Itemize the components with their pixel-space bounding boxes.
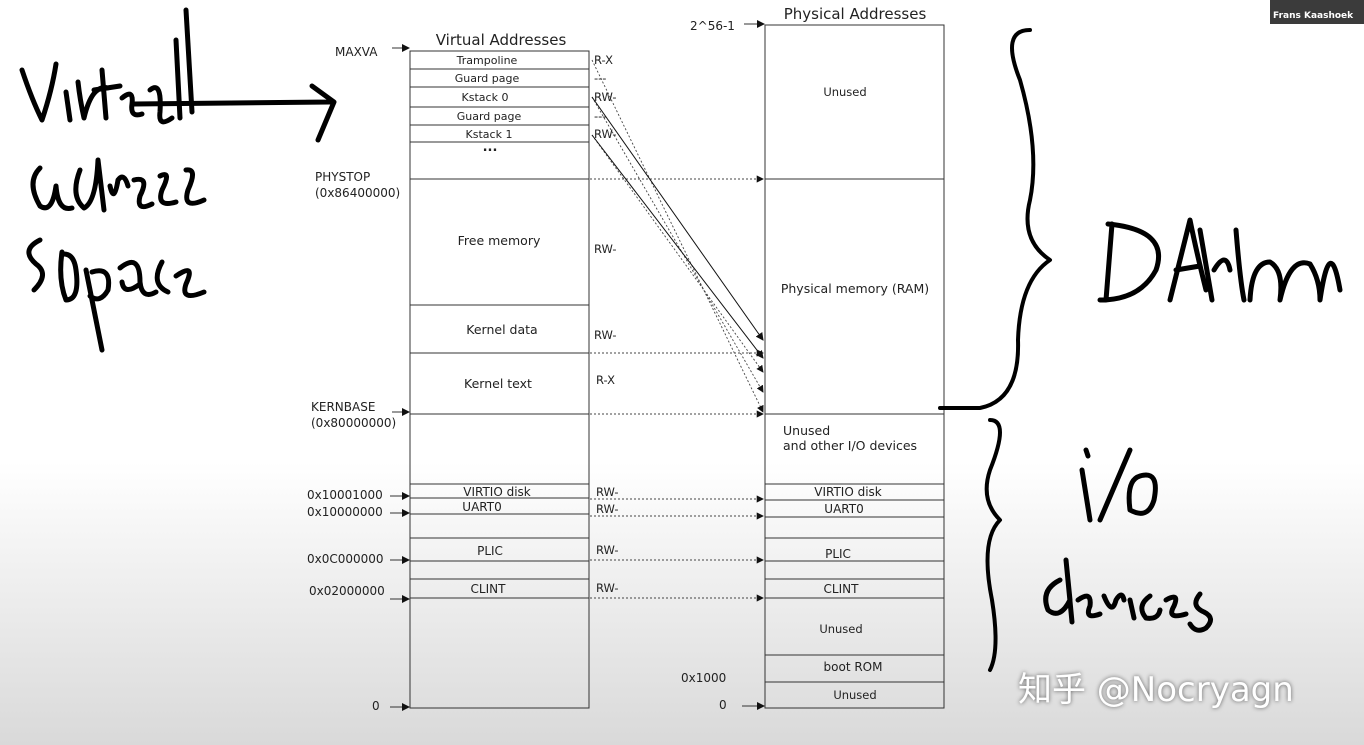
vregion-kernel-text: Kernel text	[464, 376, 532, 391]
vaddr-virtio: 0x10001000	[307, 488, 383, 502]
mapping-arrows	[590, 59, 764, 602]
perm-free-memory: RW-	[594, 242, 617, 256]
pregion-ram: Physical memory (RAM)	[781, 281, 929, 296]
vregion-ellipsis: ...	[483, 140, 498, 155]
vaddr-zero: 0	[372, 699, 380, 713]
pregion-unused-top: Unused	[823, 85, 866, 99]
vaddr-maxva: MAXVA	[335, 45, 378, 59]
perm-kstack1: RW-	[594, 127, 617, 141]
vregion-free-memory: Free memory	[458, 233, 541, 248]
pregion-unused-io: Unused	[783, 423, 830, 438]
participant-name: Frans Kaashoek	[1273, 11, 1354, 21]
vregion-guard-page: Guard page	[455, 72, 520, 85]
virtual-address-column	[409, 50, 590, 709]
vregion-uart0: UART0	[462, 500, 501, 514]
vaddr-plic: 0x0C000000	[307, 552, 384, 566]
paddr-top: 2^56-1	[690, 19, 735, 33]
pregion-clint: CLINT	[824, 582, 860, 596]
perm-kernel-text: R-X	[596, 373, 615, 387]
vaddr-kernbase-value: (0x80000000)	[311, 416, 396, 430]
vregion-kstack1: Kstack 1	[466, 128, 513, 141]
perm-clint: RW-	[596, 581, 619, 595]
vaddr-phystop: PHYSTOP	[315, 170, 370, 184]
perm-virtio: RW-	[596, 485, 619, 499]
handwriting-annotations	[19, 7, 1343, 672]
vregion-virtio-disk: VIRTIO disk	[463, 485, 531, 499]
pregion-unused-mid: Unused	[819, 622, 862, 636]
perm-kstack0: RW-	[594, 90, 617, 104]
perm-plic: RW-	[596, 543, 619, 557]
perm-uart0: RW-	[596, 502, 619, 516]
pregion-plic: PLIC	[825, 547, 851, 561]
vregion-kstack0: Kstack 0	[462, 91, 509, 104]
vaddr-clint: 0x02000000	[309, 584, 385, 598]
paddr-zero: 0	[719, 698, 727, 712]
vregion-guard-page: Guard page	[457, 110, 522, 123]
physical-addresses-header: Physical Addresses	[784, 5, 927, 23]
watermark: 知乎 @Nocryagn	[1018, 670, 1294, 710]
physical-address-column	[764, 24, 945, 709]
paddr-0x1000: 0x1000	[681, 671, 726, 685]
perm-guard1: ---	[594, 71, 606, 85]
pregion-virtio: VIRTIO disk	[814, 485, 882, 499]
vregion-plic: PLIC	[477, 544, 503, 558]
vaddr-uart0: 0x10000000	[307, 505, 383, 519]
pregion-boot-rom: boot ROM	[824, 660, 883, 674]
vregion-kernel-data: Kernel data	[466, 322, 537, 337]
pregion-unused-io-line2: and other I/O devices	[783, 438, 917, 453]
vaddr-kernbase: KERNBASE	[311, 400, 375, 414]
pregion-uart0: UART0	[824, 502, 863, 516]
vregion-clint: CLINT	[471, 582, 507, 596]
vaddr-phystop-value: (0x86400000)	[315, 186, 400, 200]
vregion-trampoline: Trampoline	[456, 54, 518, 67]
video-participant-tile: Frans Kaashoek	[1270, 0, 1364, 24]
perm-kernel-data: RW-	[594, 328, 617, 342]
virtual-addresses-header: Virtual Addresses	[436, 31, 567, 49]
pregion-unused-bottom: Unused	[833, 688, 876, 702]
perm-trampoline: R-X	[594, 53, 613, 67]
